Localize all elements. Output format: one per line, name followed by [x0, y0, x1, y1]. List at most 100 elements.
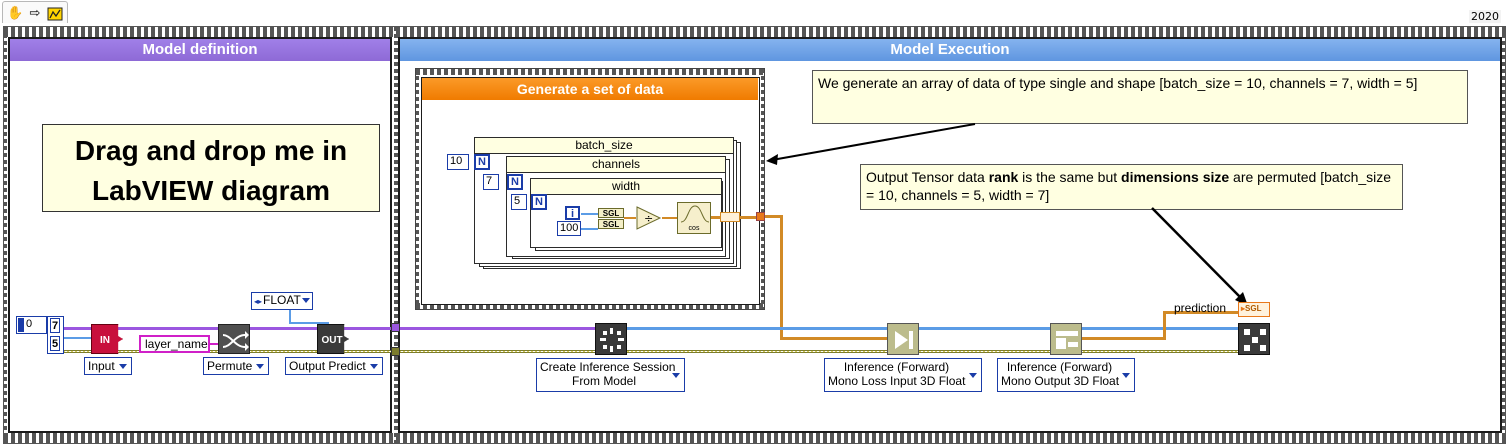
auto-index-tunnel: [720, 212, 740, 222]
output-tunnel: [756, 212, 765, 221]
indicator-arrow-icon: ▸: [1241, 304, 1246, 313]
output-layer-vi[interactable]: OUT: [317, 324, 349, 354]
array-wire-h1: [765, 215, 783, 218]
inference-loss-line1: Inference (Forward): [843, 360, 950, 374]
create-session-line1: Create Inference Session: [540, 360, 676, 374]
shape-wire: [64, 337, 92, 339]
prediction-wire-h1: [1082, 337, 1166, 340]
output-note-part2: is the same but: [1018, 169, 1122, 185]
loop-label-channels: channels: [507, 157, 725, 173]
wire-div: [624, 217, 636, 219]
drag-drop-note: Drag and drop me in LabVIEW diagram: [42, 124, 380, 212]
wire-cos: [662, 217, 677, 219]
arrow-right-icon[interactable]: ⇨: [29, 6, 41, 21]
close-session-vi[interactable]: [1238, 323, 1270, 355]
film-left: [4, 27, 7, 443]
wire-100: [581, 228, 598, 230]
shape-note-text: We generate an array of data of type sin…: [818, 75, 1418, 91]
array-wire-v1: [780, 215, 783, 339]
float-wire-v: [289, 310, 291, 324]
cos-node[interactable]: cos: [677, 202, 711, 234]
inference-output-line2: Mono Output 3D Float: [1001, 374, 1120, 388]
string-wire: [210, 343, 218, 345]
toolbar-tab: ✋ ⇨: [2, 1, 68, 23]
output-note-rank: rank: [988, 169, 1019, 185]
inference-output-selector[interactable]: Inference (Forward) Mono Output 3D Float: [997, 358, 1135, 392]
inference-loss-vi[interactable]: [887, 323, 919, 355]
output-note-dims: dimensions size: [1121, 169, 1230, 185]
output-layer-label: OUT: [321, 335, 343, 346]
labview-icon[interactable]: [47, 7, 63, 21]
shape-array-constant[interactable]: 7 5: [47, 316, 64, 354]
float-wire-h: [289, 322, 329, 324]
film-divider: [394, 27, 400, 443]
gen-film-bottom: [416, 303, 764, 309]
film-top: [4, 27, 1505, 37]
loop-count-n-1[interactable]: N: [474, 154, 490, 170]
hand-icon[interactable]: ✋: [7, 6, 24, 21]
numeric-zero-control[interactable]: 0: [16, 316, 47, 334]
loop-count-n-2[interactable]: N: [507, 174, 523, 190]
session-wire-blue: [625, 327, 1241, 330]
permute-vi[interactable]: [218, 324, 250, 354]
inference-loss-selector[interactable]: Inference (Forward) Mono Loss Input 3D F…: [824, 358, 982, 392]
note-arrows: [766, 123, 1248, 306]
cos-curve-icon: [680, 205, 710, 223]
float-type-label: FLOAT: [263, 293, 301, 307]
wire-i: [581, 213, 598, 215]
version-year: 2020: [1469, 10, 1501, 23]
prediction-indicator[interactable]: ▸SGL: [1238, 302, 1270, 317]
input-selector[interactable]: Input: [84, 357, 132, 375]
loop-label-width: width: [531, 179, 721, 195]
input-layer-label: IN: [100, 335, 110, 346]
ring-arrows-icon: ◂▸: [254, 297, 263, 306]
channels-constant[interactable]: 7: [483, 174, 499, 190]
create-session-selector[interactable]: Create Inference Session From Model: [536, 358, 685, 392]
tunnel-error: [391, 347, 400, 356]
inference-output-vi[interactable]: [1050, 323, 1082, 355]
iteration-terminal[interactable]: i: [565, 206, 580, 220]
error-wire: [63, 350, 1243, 353]
generate-data-title: Generate a set of data: [422, 78, 758, 100]
to-single-2[interactable]: SGL: [598, 219, 624, 229]
output-rank-note: Output Tensor data rank is the same but …: [860, 164, 1403, 210]
output-note-part3: are permuted [batch_size = 10, channels …: [866, 169, 1392, 203]
shuffle-icon: [222, 331, 249, 351]
session-icon: [600, 328, 624, 352]
film-bottom: [4, 433, 1505, 443]
permute-selector[interactable]: Permute: [203, 357, 270, 375]
output-selector[interactable]: Output Predict: [285, 357, 383, 375]
to-single-1[interactable]: SGL: [598, 208, 624, 218]
shape-note: We generate an array of data of type sin…: [812, 70, 1468, 124]
loop-count-n-3[interactable]: N: [531, 194, 547, 210]
numeric-increment-icon[interactable]: [18, 318, 24, 332]
output-note-part1: Output Tensor data: [866, 169, 989, 185]
model-execution-title: Model Execution: [400, 39, 1500, 61]
output-tensor-icon: [1056, 331, 1078, 349]
svg-text:÷: ÷: [644, 212, 653, 225]
prediction-wire-v: [1163, 311, 1166, 340]
input-layer-vi[interactable]: IN: [91, 324, 123, 354]
inference-loss-line2: Mono Loss Input 3D Float: [828, 374, 966, 388]
width-constant[interactable]: 5: [511, 194, 527, 210]
play-step-icon: [895, 331, 913, 349]
toolbar: ✋ ⇨ 2020: [0, 0, 1507, 24]
layer-name-constant[interactable]: layer_name: [139, 335, 210, 353]
prediction-wire-h2: [1163, 311, 1238, 314]
model-definition-title: Model definition: [10, 39, 390, 61]
gen-film-top: [416, 69, 764, 75]
close-session-icon: [1244, 329, 1266, 351]
divide-node-icon[interactable]: ÷: [636, 206, 662, 230]
shape-seven: 7: [50, 318, 60, 333]
film-right: [1502, 27, 1505, 443]
create-session-vi[interactable]: [595, 323, 627, 355]
inference-output-line1: Inference (Forward): [1006, 360, 1113, 374]
float-type-ring[interactable]: ◂▸ FLOAT: [251, 292, 313, 310]
prediction-label: prediction: [1174, 301, 1227, 315]
float-dropdown-icon[interactable]: [302, 298, 310, 303]
batch-size-constant[interactable]: 10: [447, 154, 469, 170]
prediction-type: SGL: [1245, 304, 1262, 313]
divisor-constant[interactable]: 100: [557, 221, 581, 236]
array-wire-h2: [780, 337, 888, 340]
gen-film-left: [416, 69, 419, 309]
